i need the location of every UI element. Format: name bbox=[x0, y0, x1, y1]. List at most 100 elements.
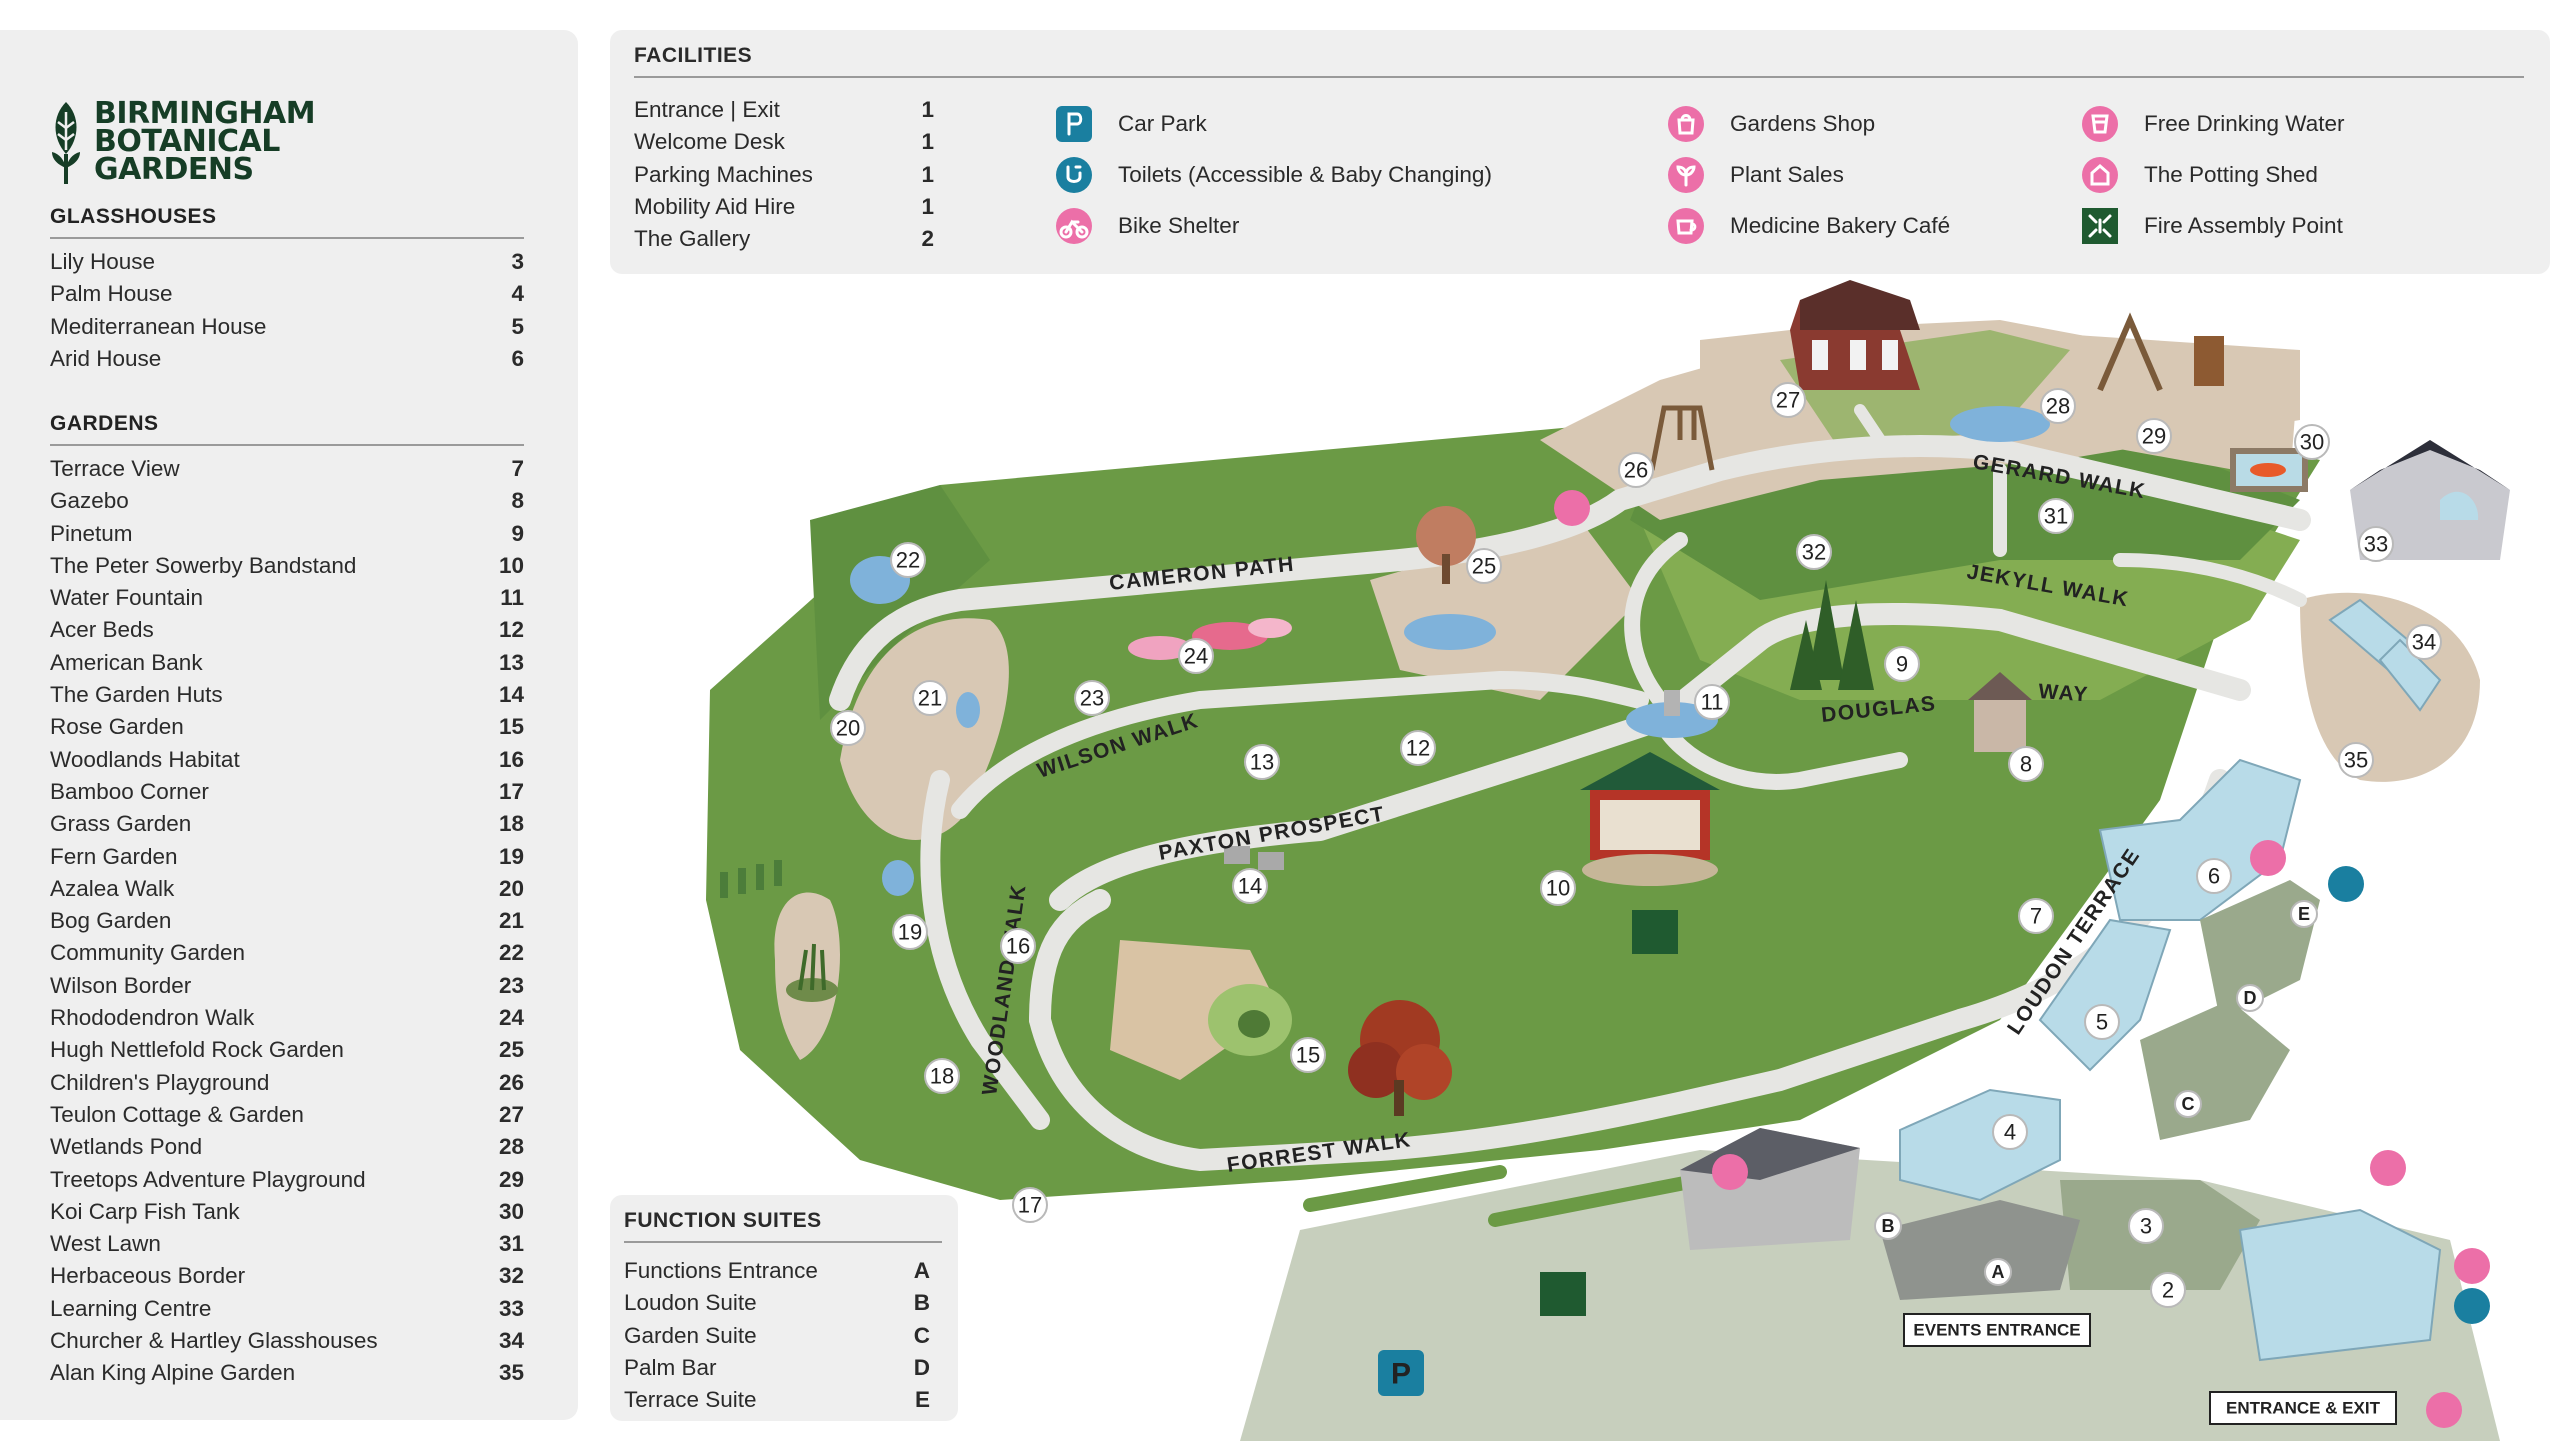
map-marker[interactable]: 30 bbox=[2294, 424, 2330, 460]
entrance-exit-label: ENTRANCE & EXIT bbox=[2226, 1399, 2381, 1418]
rock-garden-tree bbox=[1416, 506, 1476, 584]
map-marker[interactable]: 28 bbox=[2040, 388, 2076, 424]
marker-label: 8 bbox=[2020, 752, 2032, 777]
bike-icon bbox=[1056, 207, 1092, 244]
map-marker[interactable]: 24 bbox=[1178, 638, 1214, 674]
map-marker[interactable]: 10 bbox=[1540, 870, 1576, 906]
function-suite-item-label: Loudon Suite bbox=[624, 1290, 757, 1316]
map-marker[interactable]: 2 bbox=[2150, 1272, 2186, 1308]
toilet-icon bbox=[2328, 866, 2490, 1324]
map-marker[interactable]: 22 bbox=[890, 542, 926, 578]
marker-label: 19 bbox=[898, 920, 922, 945]
fire-assembly-icon bbox=[1540, 910, 1678, 1316]
leaf-logo-icon bbox=[52, 102, 80, 184]
marker-label: C bbox=[2182, 1094, 2195, 1114]
map-marker[interactable]: 5 bbox=[2084, 1004, 2120, 1040]
map-marker[interactable]: 7 bbox=[2018, 898, 2054, 934]
map-marker[interactable]: 32 bbox=[1796, 534, 1832, 570]
marker-label: 20 bbox=[836, 716, 860, 741]
map-marker[interactable]: 15 bbox=[1290, 1037, 1326, 1073]
garden-item-number: 14 bbox=[498, 682, 524, 708]
map-marker[interactable]: 3 bbox=[2128, 1208, 2164, 1244]
map-marker[interactable]: 11 bbox=[1694, 684, 1730, 720]
marker-label: 14 bbox=[1238, 874, 1262, 899]
teulon-cottage bbox=[1790, 280, 1920, 390]
shop-bag-icon bbox=[1668, 105, 1704, 142]
map-marker[interactable]: 35 bbox=[2338, 742, 2374, 778]
map-marker[interactable]: 12 bbox=[1400, 730, 1436, 766]
legend-label: The Potting Shed bbox=[2144, 161, 2318, 187]
car-park-icon[interactable]: P bbox=[1378, 1350, 1424, 1396]
map-marker[interactable]: 33 bbox=[2358, 526, 2394, 562]
legend-label: Plant Sales bbox=[1730, 161, 1844, 187]
marker-label: 18 bbox=[930, 1064, 954, 1089]
alpine-sand bbox=[2300, 592, 2480, 782]
garden-item-number: 15 bbox=[498, 714, 524, 740]
marker-label: 11 bbox=[1701, 690, 1724, 715]
map-marker[interactable]: 29 bbox=[2136, 418, 2172, 454]
legend-item: Plant Sales bbox=[1666, 149, 1950, 200]
map-marker[interactable]: 14 bbox=[1232, 868, 1268, 904]
map-marker[interactable]: 21 bbox=[912, 680, 948, 716]
map-marker[interactable]: 26 bbox=[1618, 452, 1654, 488]
marker-label: 29 bbox=[2142, 424, 2166, 449]
map-markers: 2345678910111213141516171819202122232425… bbox=[830, 382, 2442, 1308]
map-marker[interactable]: 6 bbox=[2196, 858, 2232, 894]
fern-sand bbox=[774, 892, 840, 1060]
map-marker[interactable]: 13 bbox=[1244, 744, 1280, 780]
legend-label: Toilets (Accessible & Baby Changing) bbox=[1118, 161, 1492, 187]
treetops-adventure-playground bbox=[2097, 312, 2224, 392]
marker-label: E bbox=[2298, 904, 2310, 924]
suite-marker[interactable]: A bbox=[1984, 1258, 2012, 1286]
suite-marker[interactable]: B bbox=[1874, 1212, 1902, 1240]
bike-icon bbox=[2426, 1392, 2462, 1428]
garden-item-number: 35 bbox=[498, 1360, 524, 1386]
map-marker[interactable]: 20 bbox=[830, 710, 866, 746]
garden-item-label: Rhododendron Walk bbox=[50, 1005, 255, 1031]
map-marker[interactable]: 9 bbox=[1884, 646, 1920, 682]
marker-label: D bbox=[2244, 988, 2257, 1008]
map-marker[interactable]: 27 bbox=[1770, 382, 1806, 418]
fern-pond bbox=[882, 860, 914, 896]
wetland-fish-tank bbox=[2230, 448, 2308, 492]
marker-label: 23 bbox=[1080, 686, 1104, 711]
marker-label: 35 bbox=[2344, 748, 2368, 773]
gazebo bbox=[1968, 672, 2032, 752]
suite-marker[interactable]: E bbox=[2290, 900, 2318, 928]
map-marker[interactable]: 25 bbox=[1466, 548, 1502, 584]
garden-item-number: 13 bbox=[498, 649, 524, 675]
map-marker[interactable]: 16 bbox=[1000, 928, 1036, 964]
garden-item-number: 30 bbox=[498, 1198, 524, 1224]
legend-item: Bike Shelter bbox=[1054, 200, 1492, 251]
suite-marker[interactable]: D bbox=[2236, 984, 2264, 1012]
map-marker[interactable]: 19 bbox=[892, 914, 928, 950]
map-marker[interactable]: 18 bbox=[924, 1058, 960, 1094]
facility-item-number: 2 bbox=[921, 226, 934, 252]
garden-huts bbox=[1224, 846, 1284, 870]
legend-label: Fire Assembly Point bbox=[2144, 212, 2343, 238]
map-marker[interactable]: 4 bbox=[1992, 1114, 2028, 1150]
logo-wordmark: BIRMINGHAM BOTANICAL GARDENS bbox=[94, 99, 316, 185]
map-marker[interactable]: 34 bbox=[2406, 624, 2442, 660]
legend-label: Car Park bbox=[1118, 110, 1207, 136]
map-marker[interactable]: 8 bbox=[2008, 746, 2044, 782]
facility-item-number: 1 bbox=[921, 97, 934, 122]
function-suite-item-number: E bbox=[914, 1387, 930, 1413]
suite-marker[interactable]: C bbox=[2174, 1090, 2202, 1118]
map-marker[interactable]: 31 bbox=[2038, 498, 2074, 534]
map-marker[interactable]: 23 bbox=[1074, 680, 1110, 716]
legend-label: Gardens Shop bbox=[1730, 110, 1876, 136]
map-marker[interactable]: 17 bbox=[1012, 1187, 1048, 1223]
